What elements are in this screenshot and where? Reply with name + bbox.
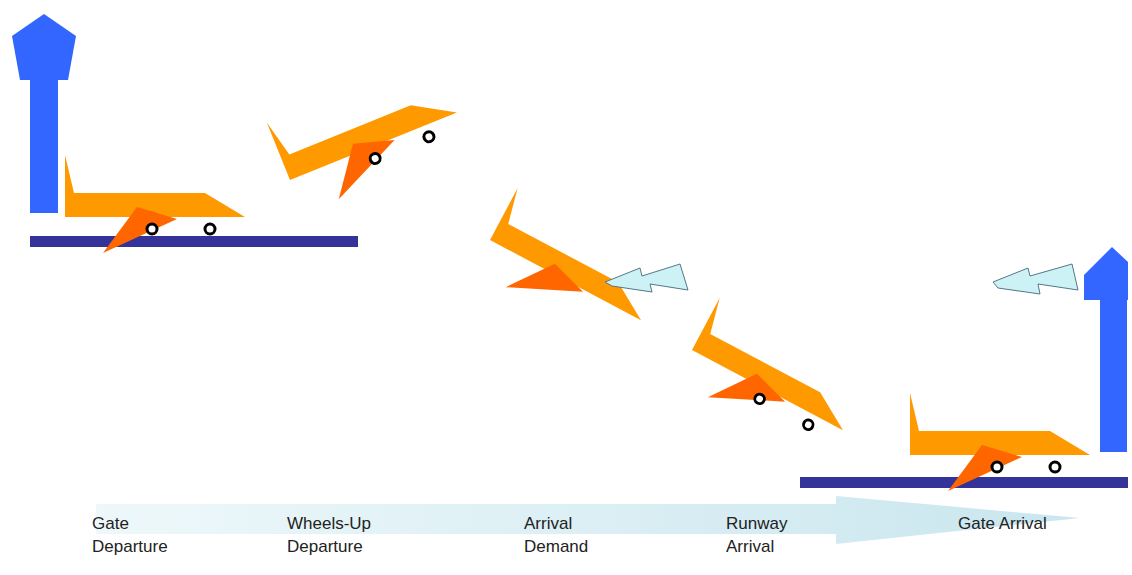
plane-gate — [65, 155, 245, 253]
plane-gate-arrival — [910, 393, 1090, 491]
phase-label: Gate Arrival — [958, 512, 1062, 535]
runway — [30, 236, 358, 247]
phase-label: Arrival Demand — [524, 512, 628, 558]
arrival-arrow — [1084, 247, 1128, 452]
signal-bolt — [993, 264, 1078, 294]
band-arrow-shape — [96, 496, 1086, 560]
phase-label: Runway Arrival — [726, 512, 830, 558]
signal-bolt — [605, 264, 688, 292]
phase-label: Gate Departure — [92, 512, 196, 558]
plane-climb — [267, 55, 471, 213]
timeline-band: Gate DepartureWheels-Up DepartureArrival… — [96, 496, 1086, 560]
plane-approach — [676, 298, 871, 460]
phase-label: Wheels-Up Departure — [287, 512, 391, 558]
